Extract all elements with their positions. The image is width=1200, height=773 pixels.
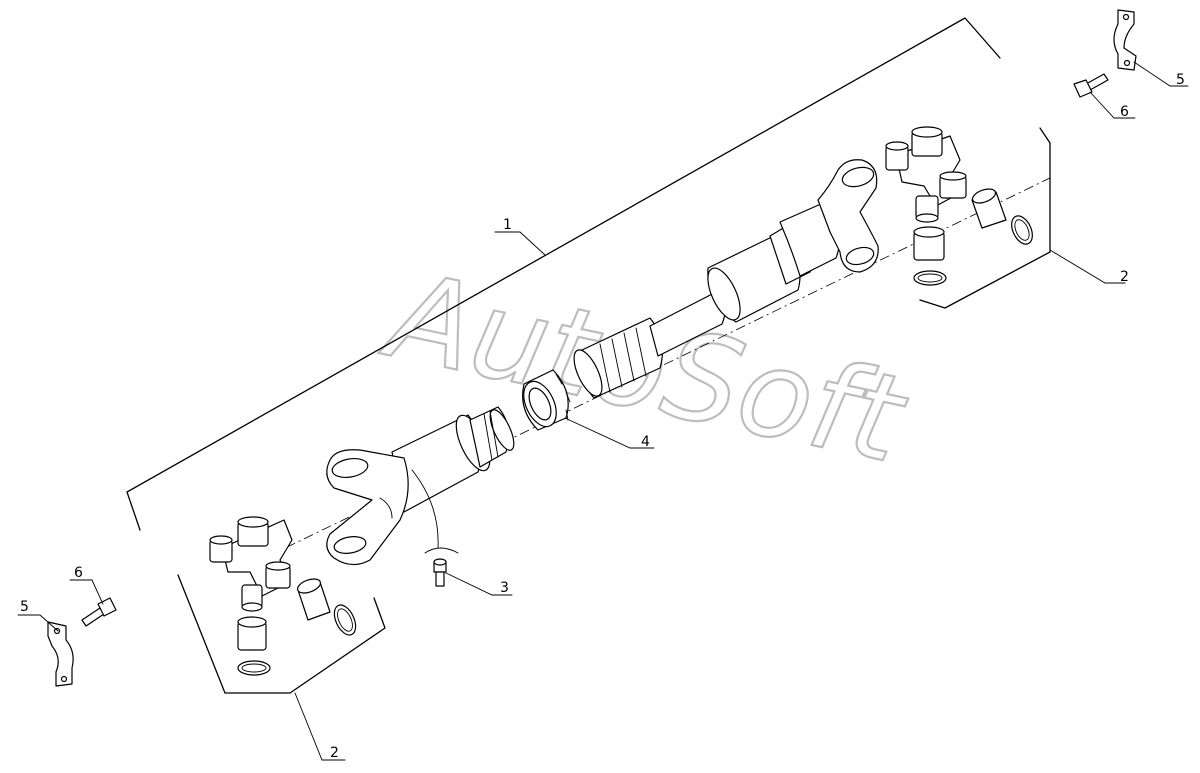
leader-lines — [17, 61, 1189, 761]
callout-5-top: 5 — [1176, 72, 1185, 88]
callout-2-top: 2 — [1120, 269, 1129, 285]
bolt-left — [81, 597, 117, 627]
right-needle-bearing-cup — [971, 188, 1007, 229]
left-snap-ring — [333, 604, 357, 636]
callout-1: 1 — [503, 217, 512, 233]
clamp-strap-left — [47, 621, 74, 687]
assembly-bracket — [126, 17, 1001, 531]
front-yoke-shaft — [326, 406, 515, 566]
left-universal-joint-cross — [209, 516, 293, 612]
rear-splined-shaft — [573, 159, 879, 399]
clamp-strap-top — [1113, 9, 1137, 71]
callout-5-left: 5 — [20, 599, 29, 615]
callout-6-left: 6 — [74, 565, 83, 581]
right-universal-joint-cross — [885, 126, 967, 223]
slip-nut — [522, 369, 571, 431]
left-joint-group-bracket — [177, 574, 386, 694]
callout-2-bottom: 2 — [330, 745, 339, 761]
bolt-top — [1073, 73, 1109, 98]
grease-nipple — [433, 558, 447, 587]
callout-4: 4 — [641, 434, 650, 450]
right-snap-ring — [1011, 215, 1033, 245]
right-lower-snap-ring — [913, 270, 947, 286]
callout-6-top: 6 — [1120, 104, 1129, 120]
right-joint-group-bracket — [919, 127, 1051, 309]
right-lower-bearing-cup — [913, 226, 945, 261]
callout-3: 3 — [500, 580, 509, 596]
left-lower-snap-ring — [237, 660, 271, 676]
left-lower-bearing-cup — [237, 616, 267, 651]
callout-labels: 1 2 2 3 4 5 6 5 6 — [20, 72, 1185, 761]
left-needle-bearing-cup — [296, 578, 331, 621]
